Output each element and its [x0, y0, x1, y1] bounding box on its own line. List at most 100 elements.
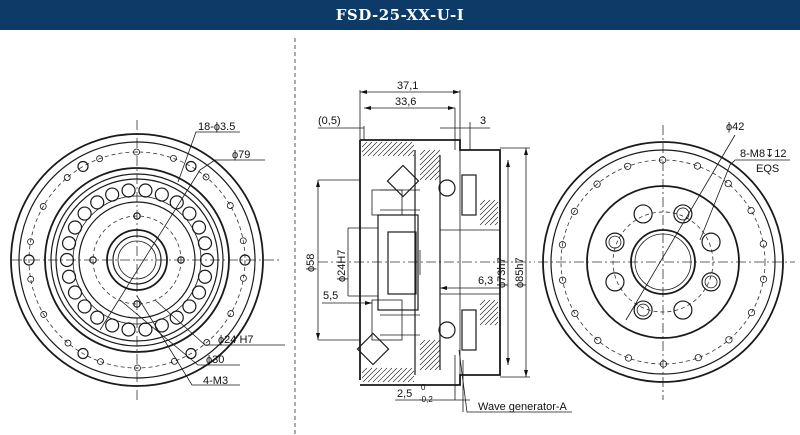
hole: [27, 238, 34, 246]
hatch-line: [367, 367, 383, 383]
roller: [77, 299, 92, 314]
hole-cb: [77, 160, 89, 173]
hole: [134, 364, 141, 372]
m8-hole: [673, 300, 693, 320]
hole: [64, 339, 72, 347]
rear-view: [538, 125, 795, 400]
hatch-line: [479, 299, 491, 311]
roller: [197, 269, 213, 284]
dim-33-6: 33,6: [395, 96, 416, 108]
roller: [169, 310, 184, 325]
dim-0-5: (0,5): [318, 115, 341, 127]
dim-6-3: 6,3: [478, 275, 493, 287]
hole-cb: [185, 347, 197, 360]
hatch-line: [489, 316, 499, 326]
hole: [202, 173, 210, 181]
hatch-line: [479, 199, 491, 211]
hatch-line: [419, 149, 441, 171]
roller: [138, 183, 153, 198]
hole: [203, 339, 211, 346]
hole: [571, 309, 579, 317]
hole: [747, 308, 756, 317]
mounting-holes: [23, 148, 251, 372]
rear-mounting-holes: [558, 156, 768, 368]
hatch-line: [479, 301, 499, 321]
m3-hole: [89, 256, 97, 264]
hatch-line: [424, 164, 441, 181]
hole: [693, 162, 702, 170]
hatch-line: [419, 149, 431, 161]
m3-hole: [133, 300, 141, 308]
roller: [61, 236, 77, 251]
roller: [154, 318, 169, 333]
roller: [59, 252, 75, 268]
m3-hole: [133, 212, 141, 220]
hole: [724, 179, 732, 188]
m8-hole-inner: [608, 235, 622, 249]
hatch-line: [479, 199, 496, 216]
roller: [182, 299, 197, 314]
hatch-line: [419, 344, 441, 366]
roller: [191, 285, 207, 300]
dim-dia-85h7: ϕ85h7: [514, 257, 526, 288]
hatch-line: [479, 201, 499, 221]
hole: [759, 240, 767, 248]
dim-2-5: 2,5: [397, 388, 412, 400]
hole: [694, 354, 702, 362]
hatch-line: [402, 370, 415, 383]
hatch-line: [361, 141, 373, 153]
hatch-line: [372, 141, 388, 157]
front-view: [10, 120, 285, 400]
hatch-line: [407, 149, 415, 157]
hole: [239, 237, 247, 245]
label-18-holes: 18-ϕ3.5: [198, 121, 235, 133]
hatch-line: [387, 367, 403, 383]
roller: [105, 318, 120, 333]
hatch-line: [387, 141, 403, 157]
dim-3: 3: [480, 115, 486, 127]
roller: [90, 310, 105, 325]
section-view: [316, 90, 572, 413]
hatch-line: [419, 339, 441, 361]
hole: [759, 275, 768, 283]
hatch-line: [397, 367, 413, 383]
roller-bearing: [59, 183, 215, 337]
roller: [121, 183, 136, 198]
hatch-line: [377, 141, 393, 157]
hatch-line: [484, 211, 499, 226]
hatch-line: [479, 299, 496, 316]
hole: [725, 336, 733, 344]
m8-hole-inner: [676, 207, 690, 221]
hatch-line: [419, 154, 441, 176]
roller: [77, 206, 92, 221]
label-dia-30: ϕ30: [206, 354, 224, 366]
hole: [227, 310, 235, 317]
hole: [27, 275, 35, 283]
hatch-line: [397, 141, 413, 157]
hole: [63, 174, 71, 181]
label-8-m8: 8-M8↧12: [740, 148, 787, 160]
label-dia-24: ϕ24 H7: [218, 334, 254, 346]
roller: [169, 195, 184, 210]
m3-hole: [177, 256, 185, 264]
hatch-line: [494, 221, 499, 226]
tol-lower: -0,2: [419, 395, 433, 404]
hatch-line: [367, 141, 383, 157]
hole: [170, 154, 177, 162]
dim-37-1: 37,1: [397, 80, 418, 92]
m8-hole: [605, 272, 625, 292]
hatch-line: [434, 174, 441, 181]
hole: [226, 202, 234, 209]
hole: [39, 203, 47, 210]
hatch-line: [429, 169, 441, 181]
roller: [199, 252, 215, 268]
hole: [96, 155, 104, 163]
hatch-line: [372, 367, 388, 383]
hatch-line: [382, 367, 398, 383]
hatch-line: [419, 339, 431, 351]
hatch-line: [419, 149, 436, 166]
roller: [67, 285, 83, 300]
hatch-line: [429, 359, 441, 371]
label-dia-42: ϕ42: [726, 121, 744, 133]
hole: [40, 311, 48, 318]
